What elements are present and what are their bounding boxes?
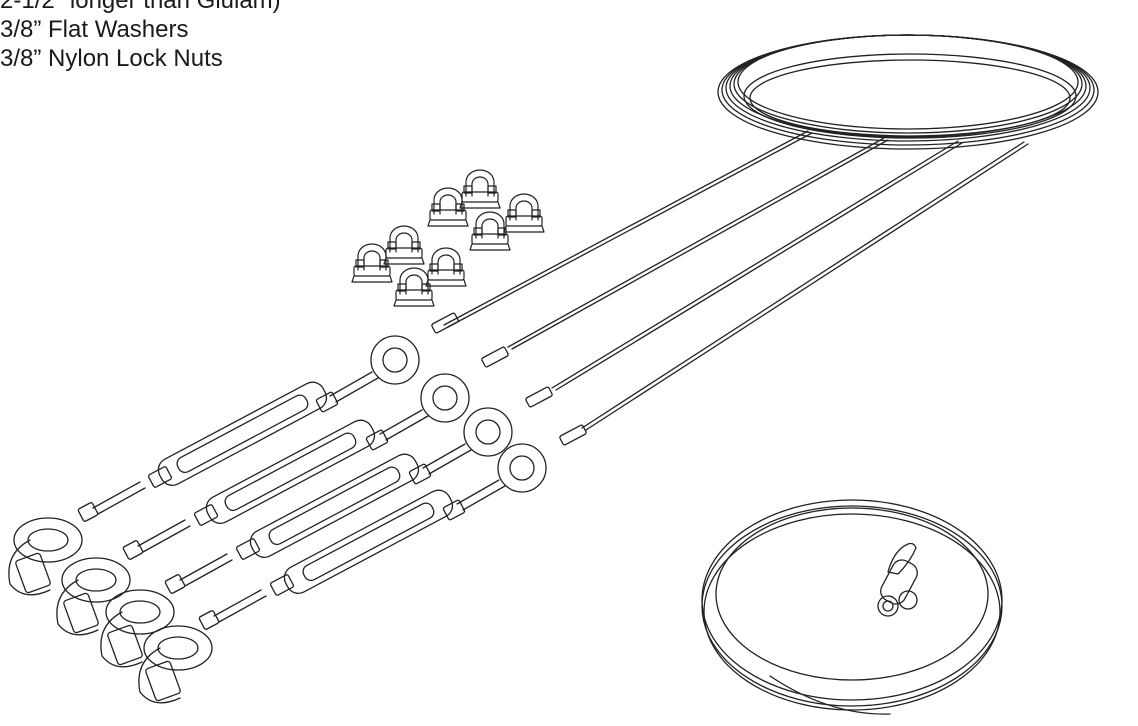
parts-list-line-lock-nuts: 3/8” Nylon Lock Nuts — [0, 45, 223, 72]
parts-list-line-flat-washers: 3/8” Flat Washers — [0, 16, 189, 43]
cable-clamp — [352, 244, 392, 282]
turnbuckle-assembly — [9, 312, 459, 594]
turnbuckle-assembly — [139, 424, 587, 702]
parts-list: 2-1/2" longer than Glulam) 3/8” Flat Was… — [0, 0, 281, 73]
cable-clamps — [352, 170, 544, 306]
turnbuckle-assembly — [101, 386, 553, 666]
cable-leads — [444, 131, 1028, 430]
ferrule-sleeve — [877, 544, 921, 617]
cable-clamp — [384, 226, 424, 264]
cable-clamp — [460, 170, 500, 208]
parts-list-line-glulam: 2-1/2" longer than Glulam) — [0, 0, 281, 14]
cable-clamp — [504, 194, 544, 232]
cable-clamp — [426, 248, 466, 286]
cable-coil — [718, 35, 1098, 149]
cable-loop — [702, 500, 1002, 714]
turnbuckle-assembly — [57, 346, 509, 634]
cable-clamp — [470, 212, 510, 250]
